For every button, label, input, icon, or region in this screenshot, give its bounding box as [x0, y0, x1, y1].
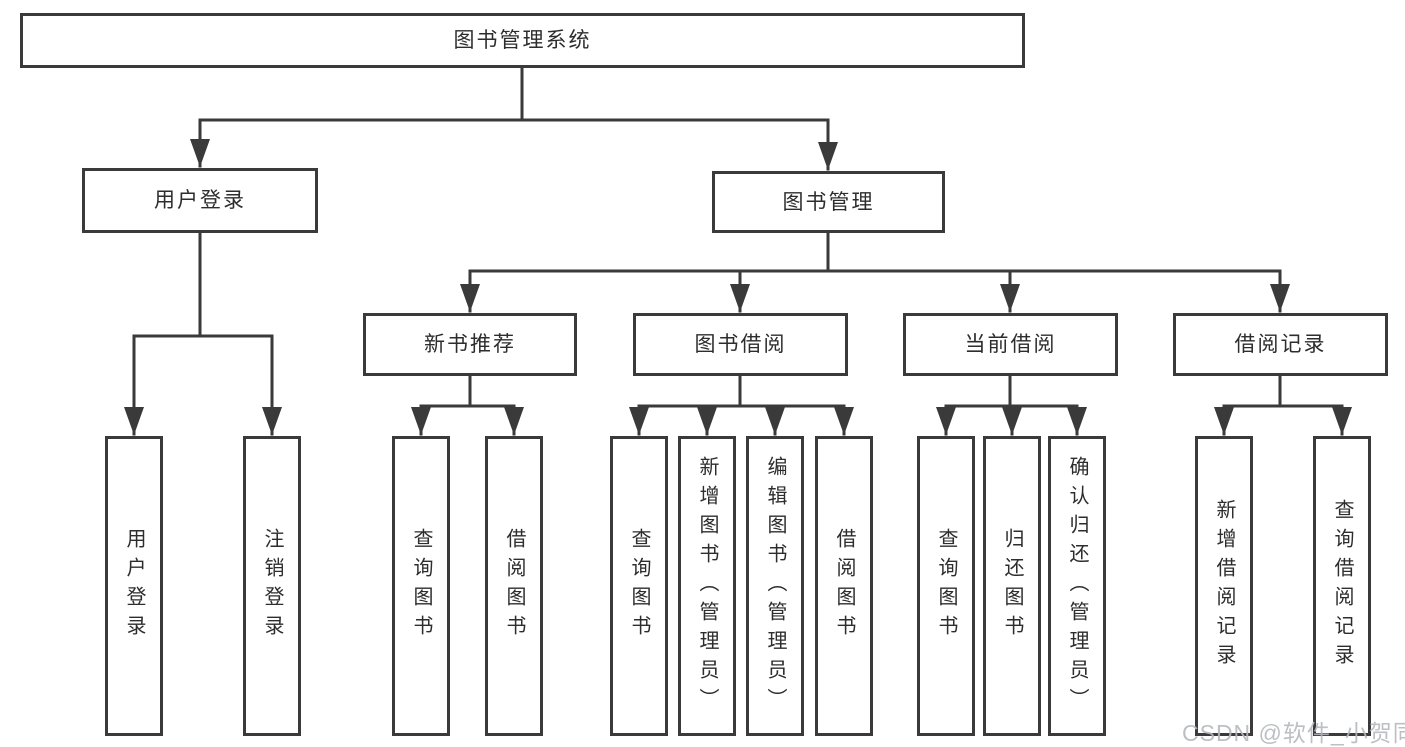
leaf-return-book: 归还图书 [983, 436, 1041, 736]
leaf-borrow-books: 借阅图书 [815, 436, 873, 736]
leaf-query-books-current: 查询图书 [917, 436, 975, 736]
leaf-query-borrow-record: 查询借阅记录 [1313, 436, 1371, 736]
node-book-management: 图书管理 [712, 171, 945, 233]
leaf-query-books-borrow: 查询图书 [610, 436, 668, 736]
leaf-add-book-admin: 新增图书（管理员） [678, 436, 736, 736]
leaf-add-borrow-record: 新增借阅记录 [1195, 436, 1253, 736]
leaf-edit-book-admin: 编辑图书（管理员） [746, 436, 804, 736]
node-book-borrow: 图书借阅 [633, 313, 848, 376]
watermark: CSDN @软件_小贺同学 [1182, 720, 1405, 746]
leaf-confirm-return-admin: 确认归还（管理员） [1048, 436, 1106, 736]
leaf-borrow-books-recommend: 借阅图书 [485, 436, 543, 736]
leaf-logout: 注销登录 [243, 436, 301, 736]
leaf-user-login: 用户登录 [105, 436, 163, 736]
node-library-management-system: 图书管理系统 [20, 13, 1025, 68]
leaf-query-books-recommend: 查询图书 [392, 436, 450, 736]
node-new-book-recommend: 新书推荐 [363, 313, 577, 376]
node-user-login: 用户登录 [82, 168, 318, 233]
node-current-borrow: 当前借阅 [903, 313, 1118, 376]
node-borrow-records: 借阅记录 [1173, 313, 1388, 376]
